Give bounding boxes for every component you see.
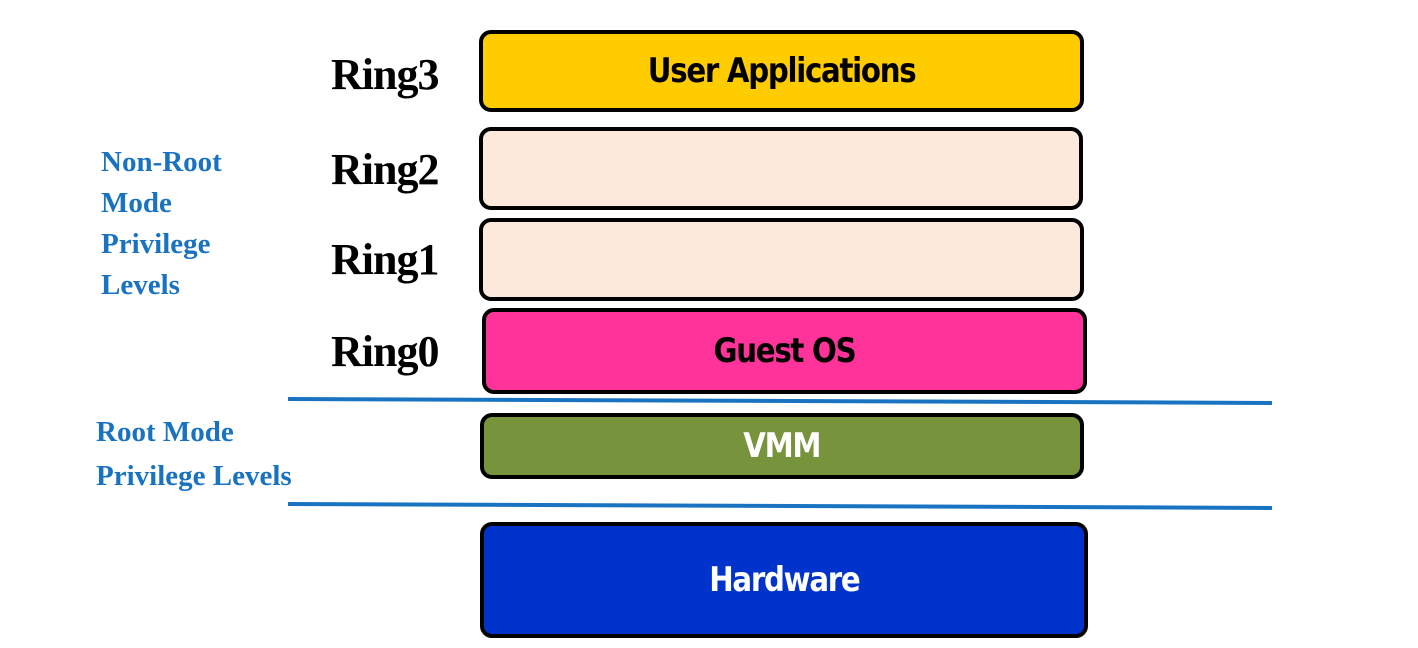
non-root-mode-label: Non-Root Mode Privilege Levels bbox=[101, 142, 222, 306]
ring0-label: Ring0 bbox=[331, 327, 439, 376]
ring1-label: Ring1 bbox=[331, 235, 439, 284]
ring1-layer bbox=[479, 218, 1084, 301]
user-applications-text: User Applications bbox=[647, 51, 917, 91]
user-applications-layer: User Applications bbox=[479, 30, 1084, 112]
non-root-label-line: Mode bbox=[101, 187, 172, 219]
hardware-layer: Hardware bbox=[480, 522, 1088, 638]
ring2-label: Ring2 bbox=[331, 145, 439, 194]
root-label-line: Root Mode bbox=[96, 416, 234, 448]
guest-os-layer: Guest OS bbox=[482, 308, 1087, 394]
vmm-text: VMM bbox=[743, 426, 822, 466]
root-label-line: Privilege Levels bbox=[96, 460, 292, 492]
non-root-label-line: Privilege bbox=[101, 228, 211, 260]
hardware-text: Hardware bbox=[708, 560, 861, 600]
non-root-label-line: Levels bbox=[101, 269, 180, 301]
ring2-layer bbox=[479, 127, 1083, 210]
guest-os-text: Guest OS bbox=[713, 331, 857, 371]
non-root-root-divider bbox=[287, 397, 1273, 405]
root-hardware-divider bbox=[287, 502, 1273, 510]
root-mode-label: Root Mode Privilege Levels bbox=[96, 410, 292, 498]
non-root-label-line: Non-Root bbox=[101, 146, 222, 178]
ring3-label: Ring3 bbox=[331, 50, 439, 99]
vmm-layer: VMM bbox=[480, 413, 1084, 479]
